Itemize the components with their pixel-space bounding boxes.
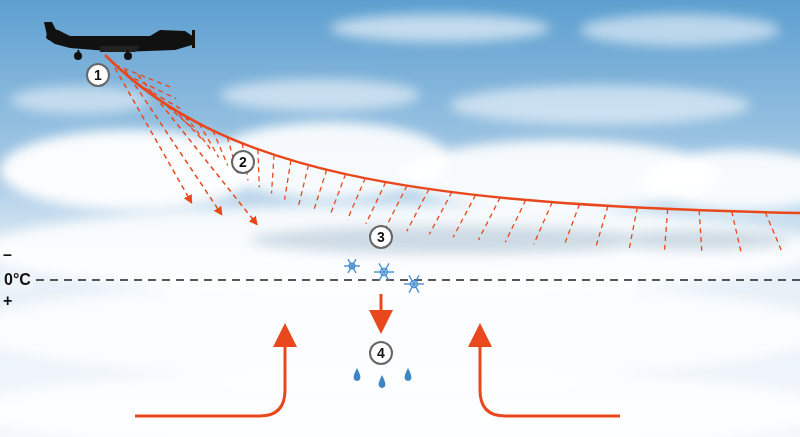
airplane xyxy=(44,22,195,60)
hatch-stroke xyxy=(596,206,608,248)
callout-number: 4 xyxy=(369,341,393,365)
ice-crystals xyxy=(344,259,424,293)
hatch-stroke xyxy=(330,174,346,215)
hatch-stroke xyxy=(665,209,668,250)
hatch-stroke xyxy=(271,155,274,194)
flake-stroke xyxy=(414,283,424,284)
flake-core xyxy=(411,281,418,288)
flake-stroke xyxy=(404,283,414,284)
flight-path xyxy=(105,55,800,213)
flake-stroke xyxy=(374,271,384,272)
hatch-stroke xyxy=(505,200,525,242)
hatch-stroke xyxy=(299,165,309,205)
hatch-stroke xyxy=(429,192,452,234)
hatch-stroke xyxy=(534,202,552,244)
flake-stroke xyxy=(344,265,352,266)
hatch-stroke xyxy=(478,198,500,240)
flake-stroke xyxy=(352,265,360,266)
seed-arrows xyxy=(115,68,255,222)
hatch-stroke xyxy=(115,65,170,87)
updraft-arrow xyxy=(135,335,285,416)
hatch-stroke xyxy=(186,116,211,148)
minus-sign: – xyxy=(3,246,12,264)
seeding-hatch xyxy=(115,65,782,252)
plus-sign: + xyxy=(3,292,12,310)
hatch-stroke xyxy=(258,149,259,187)
hatch-stroke xyxy=(453,195,475,237)
hatch-stroke xyxy=(366,182,386,224)
callout-number: 2 xyxy=(231,150,255,174)
raindrops xyxy=(354,368,412,388)
clouds xyxy=(0,14,800,437)
cloud-shade xyxy=(250,226,790,254)
callout-number: 3 xyxy=(369,225,393,249)
fall-arrow xyxy=(380,294,383,322)
hatch-stroke xyxy=(386,186,407,228)
flake-stroke xyxy=(384,271,394,272)
temperature-label: 0°C xyxy=(2,271,33,289)
hatch-stroke xyxy=(765,212,782,252)
hatch-stroke xyxy=(314,170,327,211)
hatch-stroke xyxy=(629,208,637,249)
flake-core xyxy=(381,269,388,276)
flake-core xyxy=(349,263,355,269)
hatch-stroke xyxy=(732,211,741,251)
hatch-stroke xyxy=(564,204,580,246)
hatch-stroke xyxy=(407,189,429,231)
hatch-stroke xyxy=(347,178,365,220)
callout-number: 1 xyxy=(86,63,110,87)
updraft-arrow xyxy=(480,335,620,416)
hatch-stroke xyxy=(699,210,702,250)
hatch-stroke xyxy=(285,160,291,199)
